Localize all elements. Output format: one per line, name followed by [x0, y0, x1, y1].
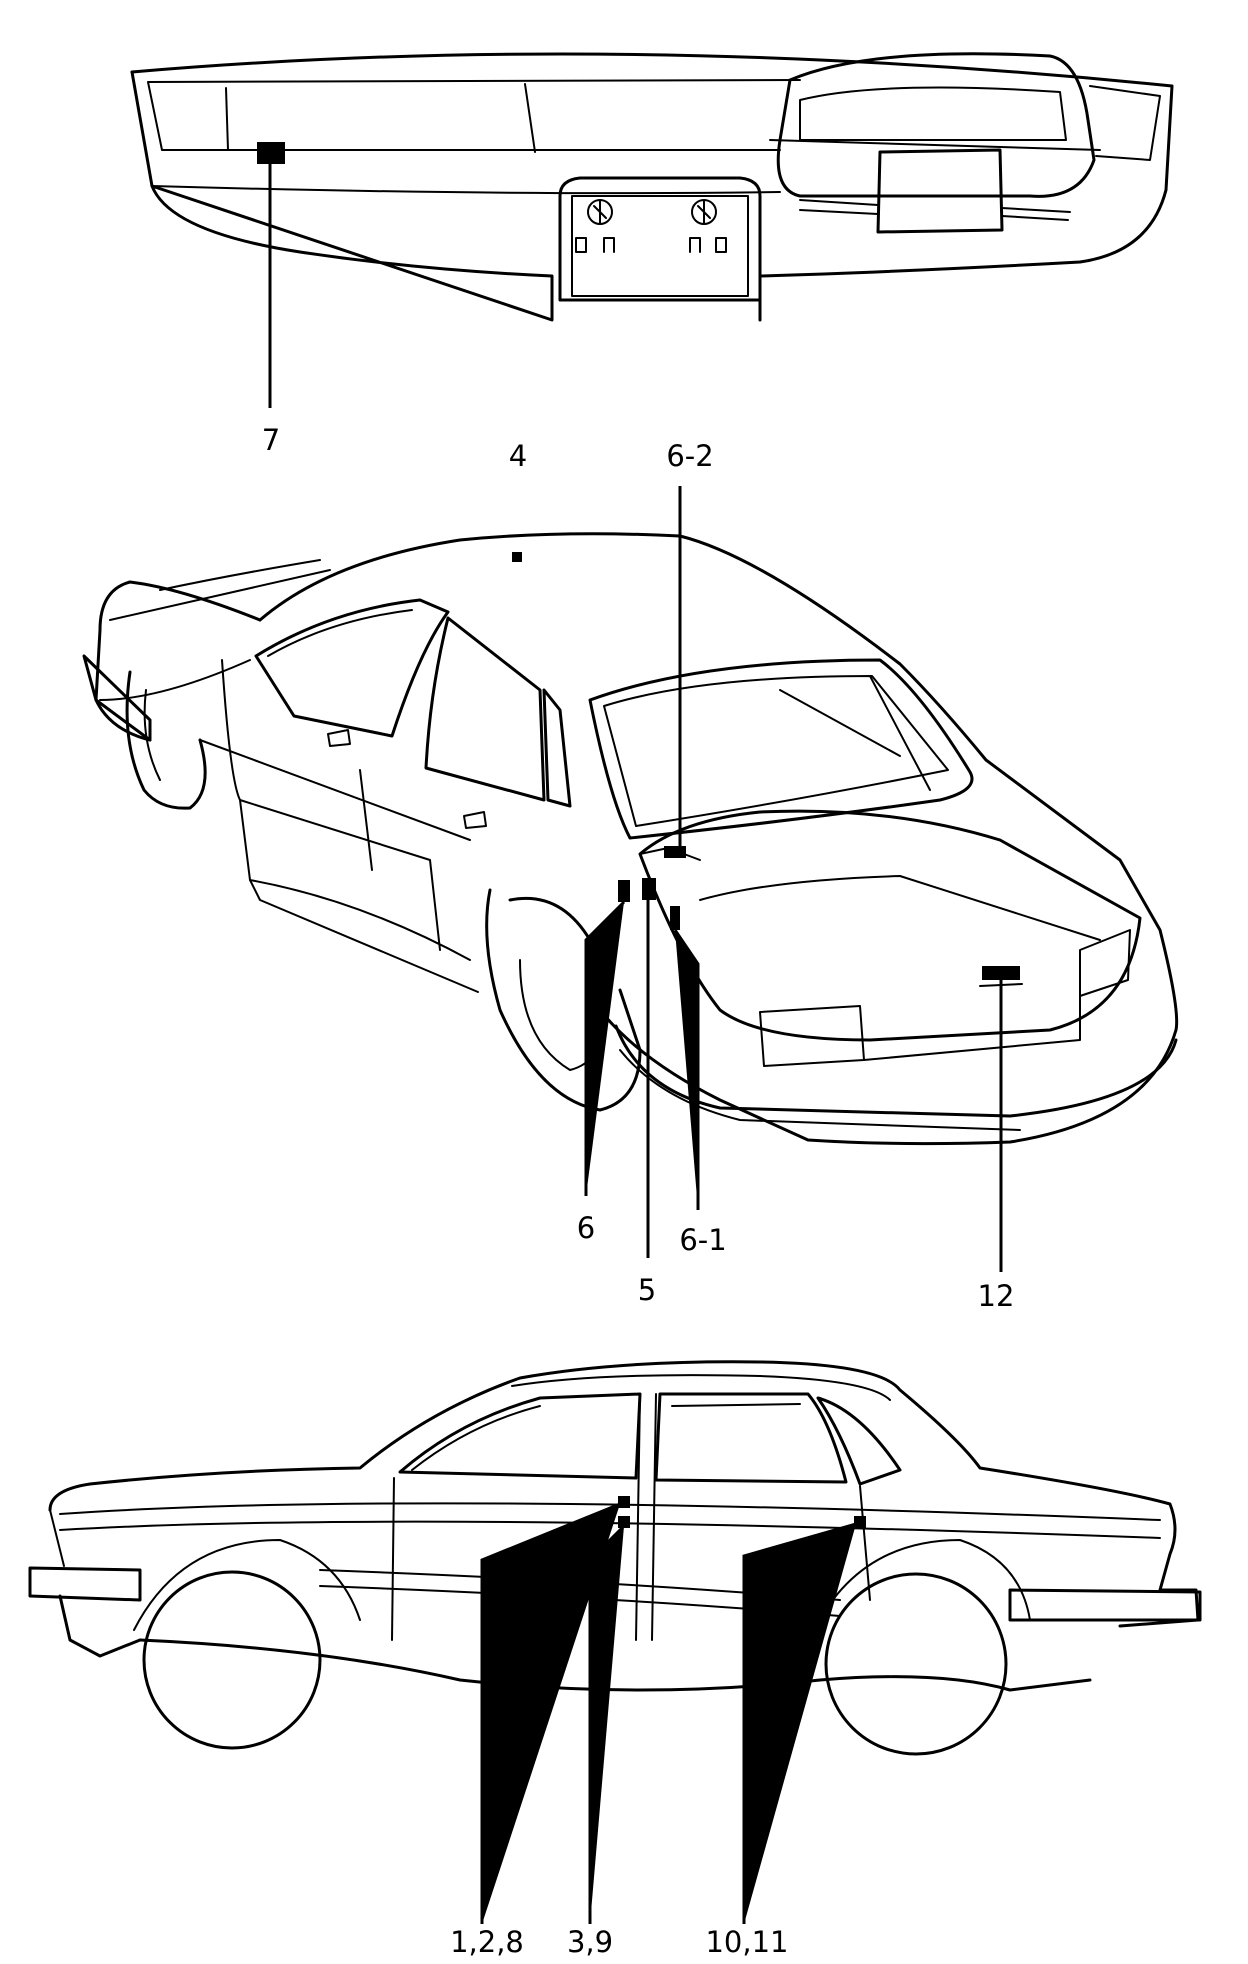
callout-3-9: 3,9 [567, 1925, 613, 1959]
trunk-label-marker [982, 966, 1020, 980]
callout-6: 6 [577, 1211, 595, 1245]
callout-7: 7 [262, 423, 280, 457]
callout-1-2-8: 1,2,8 [450, 1925, 524, 1959]
callout-6-2: 6-2 [666, 439, 713, 473]
callout-4: 4 [509, 439, 527, 473]
car-rear-view-drawing [82, 486, 1179, 1272]
label-3-9-marker [618, 1516, 630, 1528]
car-side-view-drawing [28, 1360, 1202, 1924]
label-6-2-marker [664, 846, 686, 858]
callout-5: 5 [638, 1273, 656, 1307]
label-5-marker [642, 878, 656, 900]
callout-6-1: 6-1 [679, 1223, 726, 1257]
callout-12: 12 [978, 1279, 1015, 1313]
roof-label-marker [512, 552, 522, 562]
dash-label-marker [257, 142, 285, 164]
label-10-11-marker [854, 1516, 866, 1528]
label-6-marker [618, 880, 630, 902]
label-6-1-marker [670, 906, 680, 930]
callout-10-11: 10,11 [705, 1925, 788, 1959]
dashboard-drawing [130, 52, 1174, 408]
label-1-2-8-marker [618, 1496, 630, 1508]
